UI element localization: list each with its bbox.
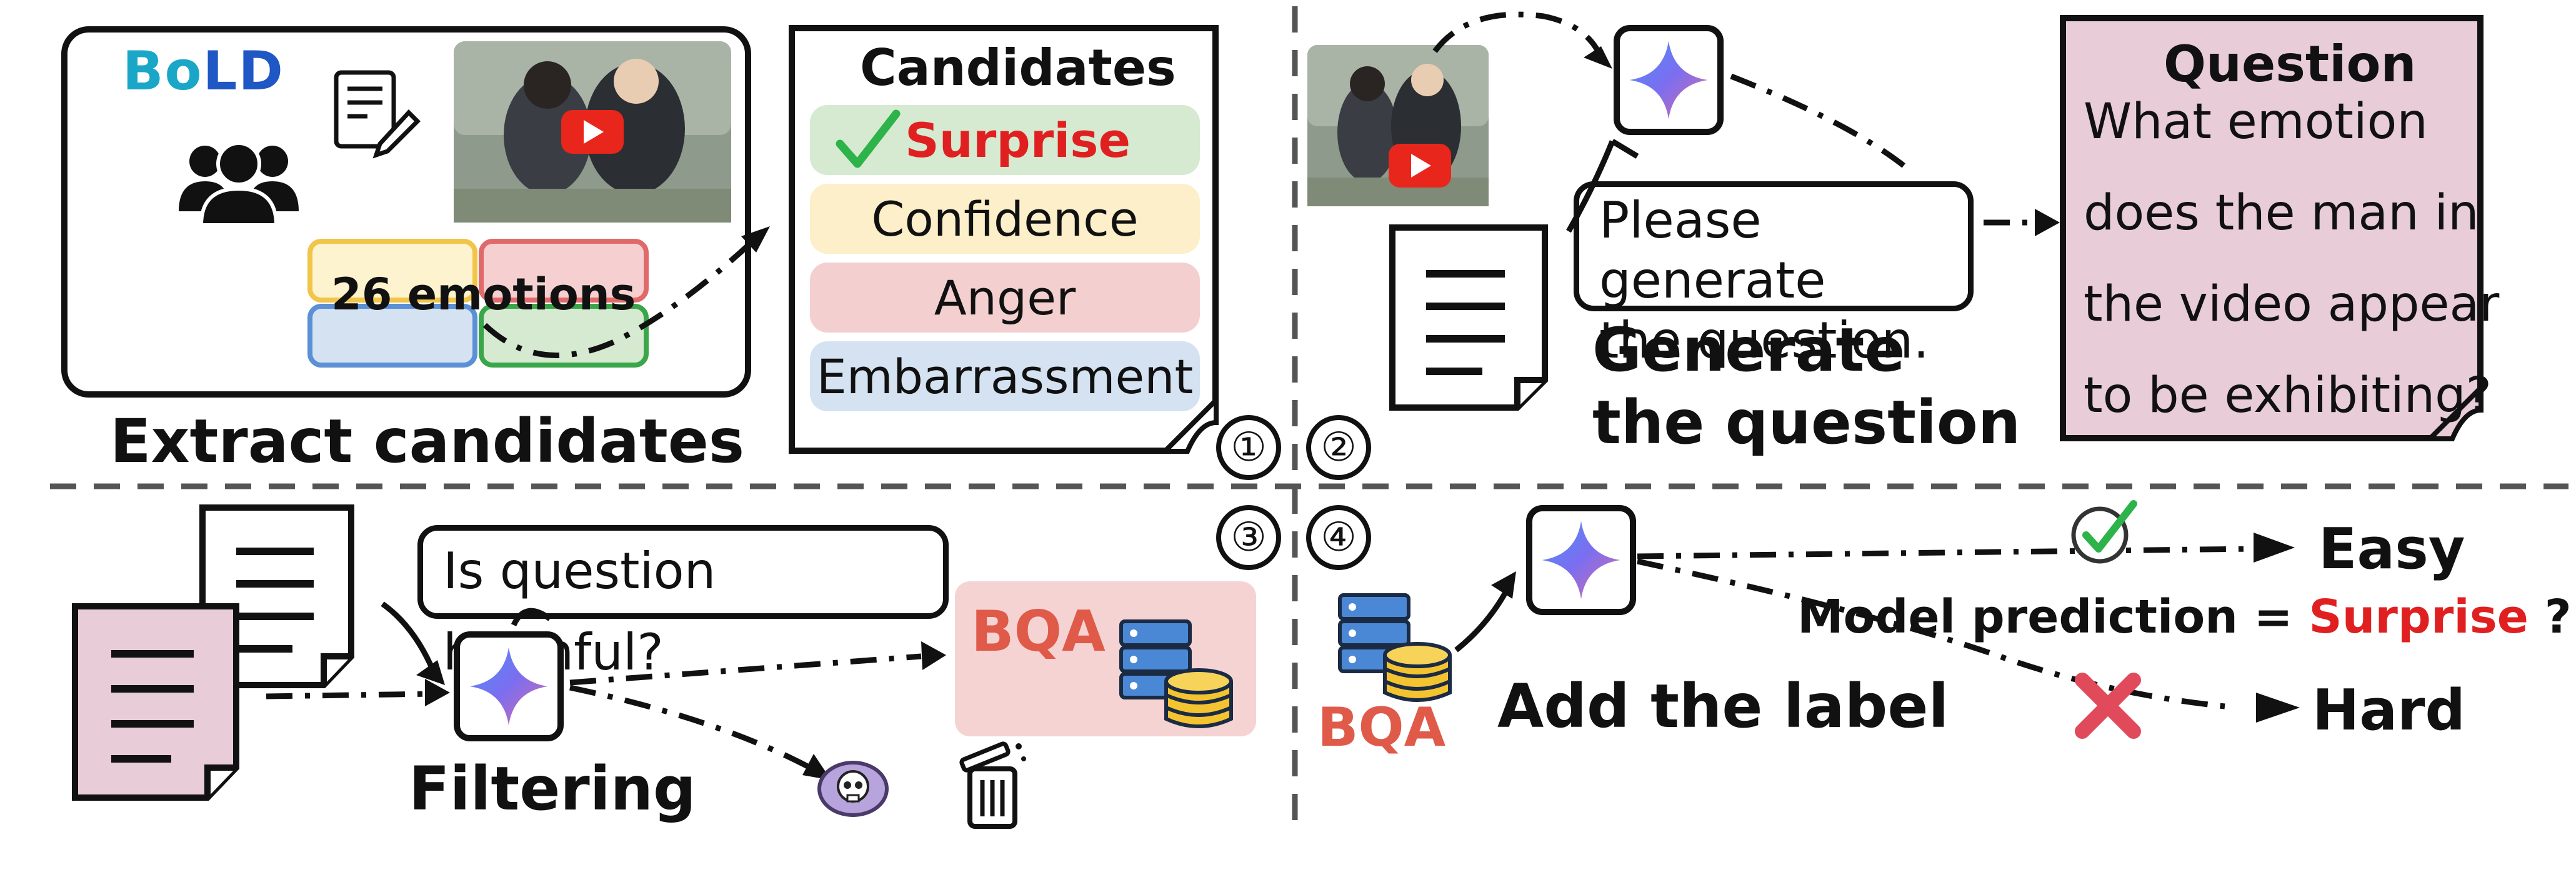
gemini-sparkle-icon <box>1542 521 1620 599</box>
emotion-tile-red <box>479 239 649 303</box>
question-line-3: the video appear <box>2084 276 2500 333</box>
question-card <box>2060 15 2484 441</box>
generate-prompt-line2: the question. <box>1599 311 1929 369</box>
database-server-icon <box>1119 619 1233 728</box>
video-thumbnail <box>454 41 731 223</box>
toxic-skull-icon <box>817 761 889 817</box>
candidate-label-surprise: Surprise <box>905 113 1131 168</box>
emotion-tile-yellow <box>307 239 477 303</box>
check-circle-icon <box>2071 500 2137 564</box>
step-number-1: ① <box>1216 415 1281 480</box>
candidate-item-anger <box>810 263 1200 333</box>
step4-caption: Add the label <box>1497 671 1949 741</box>
question-line-4: to be exhibiting? <box>2084 368 2492 424</box>
candidate-label-confidence: Confidence <box>871 191 1139 247</box>
step1-caption: Extract candidates <box>110 406 745 476</box>
candidate-label-anger: Anger <box>934 270 1076 326</box>
generate-prompt-bubble: Please generate the question. <box>1574 181 1974 369</box>
formula-value: Surprise <box>2309 590 2529 644</box>
gemini-sparkle-icon <box>1629 41 1708 119</box>
emotion-tile-blue <box>307 304 477 368</box>
candidate-item-confidence <box>810 184 1200 254</box>
document-icon-back <box>199 504 354 688</box>
emotions-count-label: 26 emotions <box>331 269 636 320</box>
candidates-title: Candidates <box>860 39 1176 97</box>
step3-caption: Filtering <box>409 754 696 824</box>
candidate-item-embarrassment <box>810 341 1200 411</box>
step-number-4: ④ <box>1306 505 1371 570</box>
candidates-card-dogear <box>1159 394 1219 454</box>
candidate-label-embarrassment: Embarrassment <box>816 349 1194 404</box>
emotion-tile-green <box>479 304 649 368</box>
document-icon-question <box>72 603 239 801</box>
formula-suffix: ? <box>2528 590 2572 644</box>
cross-icon <box>2075 673 2141 739</box>
formula-prefix: Model prediction = <box>1797 590 2309 644</box>
step-number-2: ② <box>1306 415 1371 480</box>
question-title: Question <box>2164 35 2417 93</box>
bold-dataset-logo: BoLD <box>122 40 284 103</box>
question-card-dogear <box>2424 381 2484 441</box>
generate-prompt-line1: Please generate <box>1599 191 1826 309</box>
easy-label: Easy <box>2319 516 2465 582</box>
step2-caption-line2: the question <box>1592 388 2021 458</box>
question-line-2: does the man in <box>2084 185 2479 241</box>
bqa-output-label: BQA <box>971 599 1106 664</box>
step-number-3: ③ <box>1216 505 1281 570</box>
model-prediction-formula: Model prediction = Surprise ? <box>1797 590 2572 644</box>
step2-caption-line1: Generate <box>1592 315 1905 385</box>
group-people-icon <box>179 141 299 227</box>
trash-can-icon <box>959 741 1026 829</box>
gemini-sparkle-icon <box>469 647 548 726</box>
annotation-form-icon <box>334 70 421 159</box>
question-line-1: What emotion <box>2084 94 2428 150</box>
document-icon-step2 <box>1389 224 1548 411</box>
bqa-source-label: BQA <box>1317 696 1446 759</box>
database-server-icon <box>1338 593 1452 702</box>
video-thumbnail-step2 <box>1307 45 1489 206</box>
check-icon <box>836 109 901 168</box>
hard-label: Hard <box>2312 678 2465 743</box>
